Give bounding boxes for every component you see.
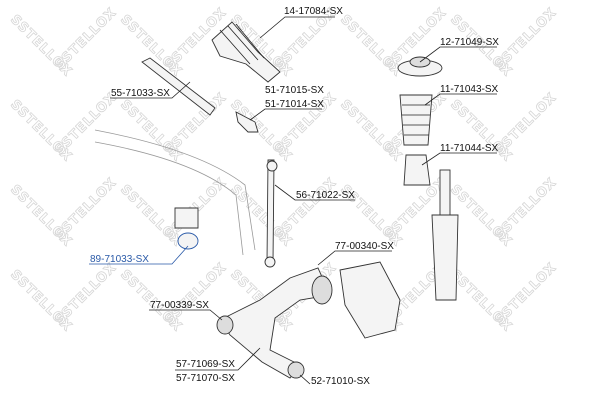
leader-11-71043 [424,93,497,106]
watermark-text: SSTELLOX [52,175,120,243]
tie-rod-drawing [141,57,216,116]
watermark-text: SSTELLOX [52,260,120,328]
leader-12-71049 [419,46,497,63]
leader-55-71033 [110,81,191,99]
watermark-text: SSTELLOX [492,260,560,328]
tie-rod-end-drawing [235,111,259,133]
leader-56-71022 [274,184,355,201]
watermark-text: SSTELLOX [492,175,560,243]
part-label: 77-00339-SX [150,300,209,311]
part-label: 51-71014-SX [265,99,324,110]
leader-52-71010 [299,374,311,385]
part-label: 55-71033-SX [111,88,170,99]
part-label: 56-71022-SX [296,190,355,201]
watermark-text: SSTELLOX [272,175,340,243]
part-label: 57-71069-SX [176,359,235,370]
part-label: 11-71044-SX [440,143,499,154]
part-label: 14-17084-SX [284,6,343,17]
watermark-text: SSTELLOX [52,5,120,73]
watermark-text: SSTELLOX [492,5,560,73]
stabilizer-bushing-drawing [174,207,199,250]
shock-absorber-drawing [431,169,459,301]
leader-14-17084 [259,16,335,39]
lower-arm-drawing [216,267,333,379]
knuckle-drawing [339,261,401,339]
leader-11-71044 [421,152,497,166]
part-label: 57-71070-SX [176,373,235,384]
stabilizer-link-drawing [264,159,278,268]
watermark-text: SSTELLOX [52,90,120,158]
part-label: 51-71015-SX [265,85,324,96]
part-label: 52-71010-SX [311,376,370,387]
part-label: 11-71043-SX [440,84,499,95]
part-label: 12-71049-SX [440,37,499,48]
leader-51-71015 [249,108,322,121]
leader-77-00340 [317,250,392,266]
steering-boot-drawing [211,21,281,83]
bump-stop-drawing [399,94,433,146]
part-label-highlighted[interactable]: 89-71033-SX [90,254,149,265]
leader-57-71069 [175,347,261,371]
leader-77-00339 [149,309,223,321]
part-label: 77-00340-SX [335,241,394,252]
watermark-text: SSTELLOX [492,90,560,158]
stabilizer-bar-drawing [94,129,256,256]
leader-89-71033 [89,245,189,265]
jounce-bumper-drawing [403,154,431,186]
